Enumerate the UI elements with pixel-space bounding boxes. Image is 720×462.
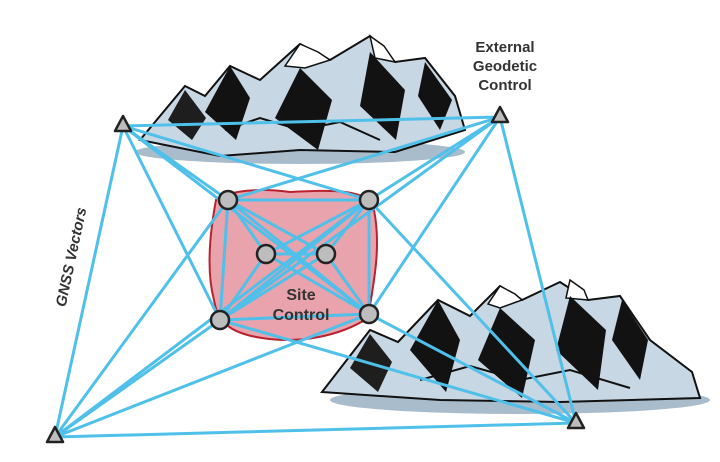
circle-station-icon <box>358 189 380 211</box>
circle-station-icon <box>209 309 231 331</box>
external-stations <box>45 105 586 444</box>
triangle-station-icon <box>490 105 510 124</box>
triangle-station-icon <box>566 411 586 430</box>
mountain-icon-lower <box>320 278 710 414</box>
site-stations <box>209 189 380 331</box>
circle-station-icon <box>255 243 277 265</box>
site-control-label-line1: Site <box>286 287 315 304</box>
external-control-label-line3: Control <box>478 77 531 94</box>
external-control-label-line1: External <box>475 39 534 56</box>
triangle-station-icon <box>113 114 133 133</box>
circle-station-icon <box>358 303 380 325</box>
site-control-label-line2: Control <box>273 307 330 324</box>
gnss-vectors-label: GNSS Vectors <box>53 206 91 308</box>
circle-station-icon <box>217 189 239 211</box>
mountain-icon-upper <box>135 34 467 164</box>
triangle-station-icon <box>45 425 65 444</box>
circle-station-icon <box>315 243 337 265</box>
external-control-label-line2: Geodetic <box>473 58 537 75</box>
